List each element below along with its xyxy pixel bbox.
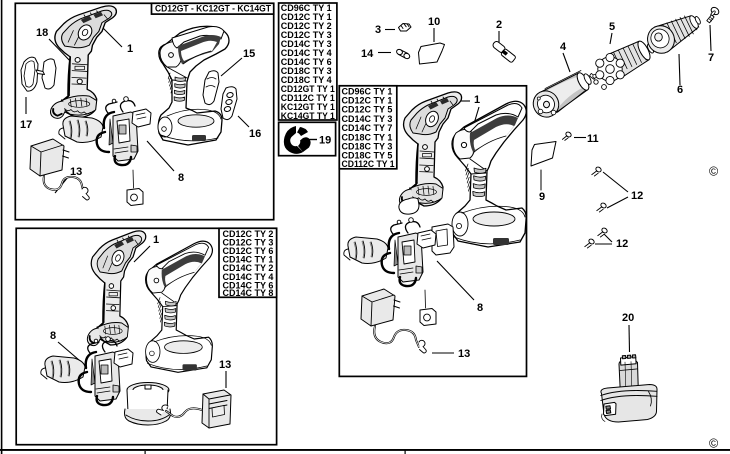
svg-text:8: 8 [50, 330, 56, 342]
svg-text:CD18C TY 3: CD18C TY 3 [281, 66, 332, 76]
svg-text:CD112C TY 1: CD112C TY 1 [281, 93, 335, 103]
svg-text:©: © [709, 165, 719, 179]
svg-text:3: 3 [375, 24, 381, 36]
svg-text:CD14C TY 3: CD14C TY 3 [342, 114, 393, 124]
svg-text:CD12C TY 1: CD12C TY 1 [281, 12, 332, 22]
svg-text:CD18C TY 1: CD18C TY 1 [342, 132, 393, 142]
svg-text:19: 19 [319, 135, 331, 147]
svg-text:CD14C TY 6: CD14C TY 6 [281, 57, 332, 67]
svg-text:CD14C TY 7: CD14C TY 7 [342, 123, 393, 133]
svg-text:CD12GT TY 1: CD12GT TY 1 [281, 84, 335, 94]
svg-text:CD12C TY 5: CD12C TY 5 [342, 105, 393, 115]
svg-text:1: 1 [127, 43, 133, 55]
svg-text:13: 13 [458, 348, 470, 360]
svg-text:17: 17 [20, 119, 32, 131]
svg-text:CD14C TY 8: CD14C TY 8 [223, 288, 274, 298]
svg-text:KC14GT TY 1: KC14GT TY 1 [281, 111, 335, 121]
svg-text:CD12C TY 1: CD12C TY 1 [342, 96, 393, 106]
svg-text:CD12C TY 2: CD12C TY 2 [281, 21, 332, 31]
svg-text:1: 1 [474, 94, 480, 106]
svg-text:CD12C TY 3: CD12C TY 3 [223, 237, 274, 247]
svg-text:20: 20 [622, 312, 634, 324]
svg-text:CD14C TY 2: CD14C TY 2 [223, 263, 274, 273]
svg-text:10: 10 [428, 16, 440, 28]
svg-text:CD14C TY 1: CD14C TY 1 [223, 255, 274, 265]
svg-text:14: 14 [361, 48, 374, 60]
svg-text:CD14C TY 4: CD14C TY 4 [223, 272, 274, 282]
svg-text:8: 8 [178, 172, 184, 184]
svg-text:CD18C TY 5: CD18C TY 5 [342, 151, 393, 161]
svg-text:4: 4 [560, 41, 567, 53]
svg-text:CD18C TY 3: CD18C TY 3 [342, 142, 393, 152]
svg-text:13: 13 [219, 359, 231, 371]
svg-text:9: 9 [539, 191, 545, 203]
svg-text:CD14C TY 6: CD14C TY 6 [223, 280, 274, 290]
svg-text:5: 5 [609, 21, 615, 33]
svg-text:CD14C TY 3: CD14C TY 3 [281, 39, 332, 49]
svg-text:12: 12 [631, 190, 643, 202]
svg-text:13: 13 [70, 166, 82, 178]
svg-text:CD96C TY 1: CD96C TY 1 [281, 3, 332, 13]
svg-text:CD12C TY 3: CD12C TY 3 [281, 30, 332, 40]
svg-text:16: 16 [249, 128, 261, 140]
svg-text:15: 15 [243, 48, 255, 60]
svg-text:8: 8 [477, 302, 483, 314]
svg-text:CD96C TY 1: CD96C TY 1 [342, 86, 393, 96]
svg-text:CD12GT - KC12GT - KC14GT: CD12GT - KC12GT - KC14GT [155, 4, 271, 14]
svg-text:©: © [709, 437, 719, 451]
svg-text:2: 2 [496, 19, 502, 31]
svg-text:CD112C TY 1: CD112C TY 1 [342, 159, 395, 169]
svg-text:CD18C TY 4: CD18C TY 4 [281, 75, 332, 85]
svg-text:CD12C TY 6: CD12C TY 6 [223, 246, 274, 256]
svg-text:CD12C TY 2: CD12C TY 2 [223, 229, 274, 239]
svg-text:1: 1 [153, 234, 159, 246]
svg-text:18: 18 [36, 27, 48, 39]
svg-text:CD14C TY 4: CD14C TY 4 [281, 48, 332, 58]
svg-text:11: 11 [587, 133, 599, 145]
svg-text:6: 6 [677, 84, 683, 96]
svg-text:7: 7 [708, 52, 714, 64]
svg-text:KC12GT TY 1: KC12GT TY 1 [281, 102, 335, 112]
svg-text:12: 12 [616, 238, 628, 250]
